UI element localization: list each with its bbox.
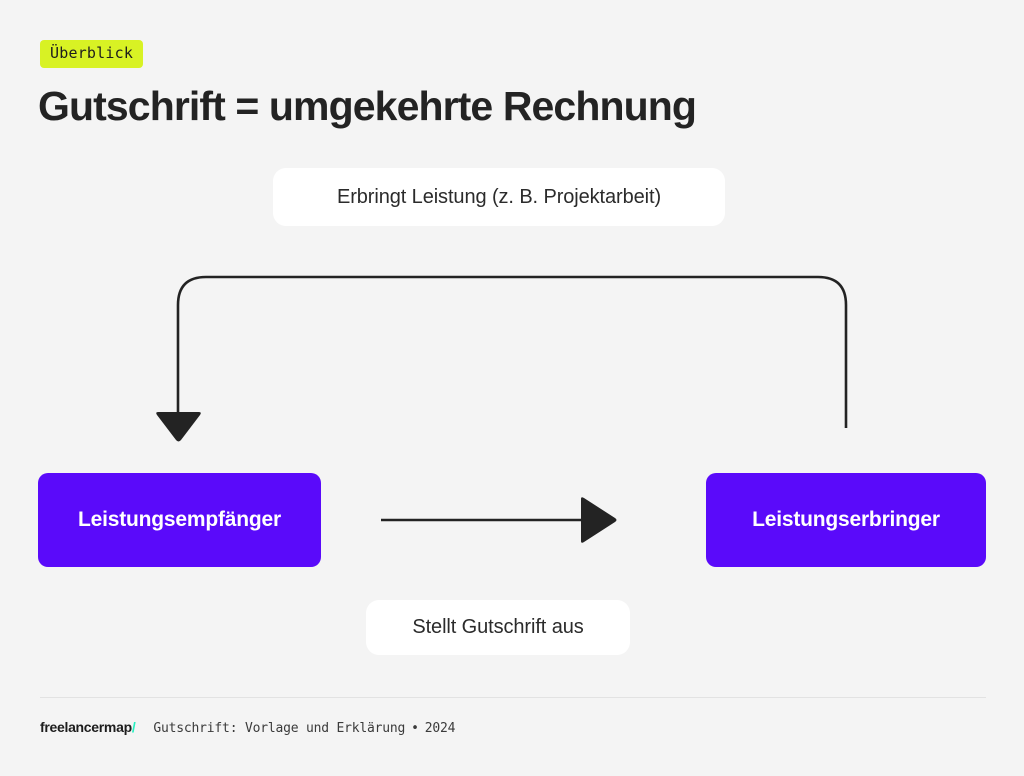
page-title: Gutschrift = umgekehrte Rechnung xyxy=(38,83,697,129)
footer-meta-text: Gutschrift: Vorlage und Erklärung xyxy=(153,721,406,736)
connector-label-service: Erbringt Leistung (z. B. Projektarbeit) xyxy=(273,168,725,226)
brand-logo: freelancermap/ xyxy=(40,719,136,735)
footer: freelancermap/ Gutschrift: Vorlage und E… xyxy=(40,719,455,736)
node-leistungsempfaenger: Leistungsempfänger xyxy=(38,473,321,567)
connector-label-credit-note: Stellt Gutschrift aus xyxy=(366,600,630,655)
connector-layer xyxy=(156,275,848,543)
footer-divider xyxy=(40,697,986,698)
footer-meta: Gutschrift: Vorlage und Erklärung • 2024 xyxy=(153,721,455,736)
category-badge: Überblick xyxy=(40,40,144,68)
curved-connector-line xyxy=(176,275,848,428)
footer-separator: • xyxy=(411,721,419,736)
brand-name: freelancermap xyxy=(40,719,132,735)
footer-year: 2024 xyxy=(424,721,456,736)
curved-connector-arrowhead-icon xyxy=(156,412,201,442)
brand-slash-icon: / xyxy=(131,719,136,735)
node-leistungserbringer: Leistungserbringer xyxy=(706,473,986,567)
straight-connector-arrowhead-icon xyxy=(581,497,617,543)
flow-diagram: Erbringt Leistung (z. B. Projektarbeit) … xyxy=(38,168,986,655)
